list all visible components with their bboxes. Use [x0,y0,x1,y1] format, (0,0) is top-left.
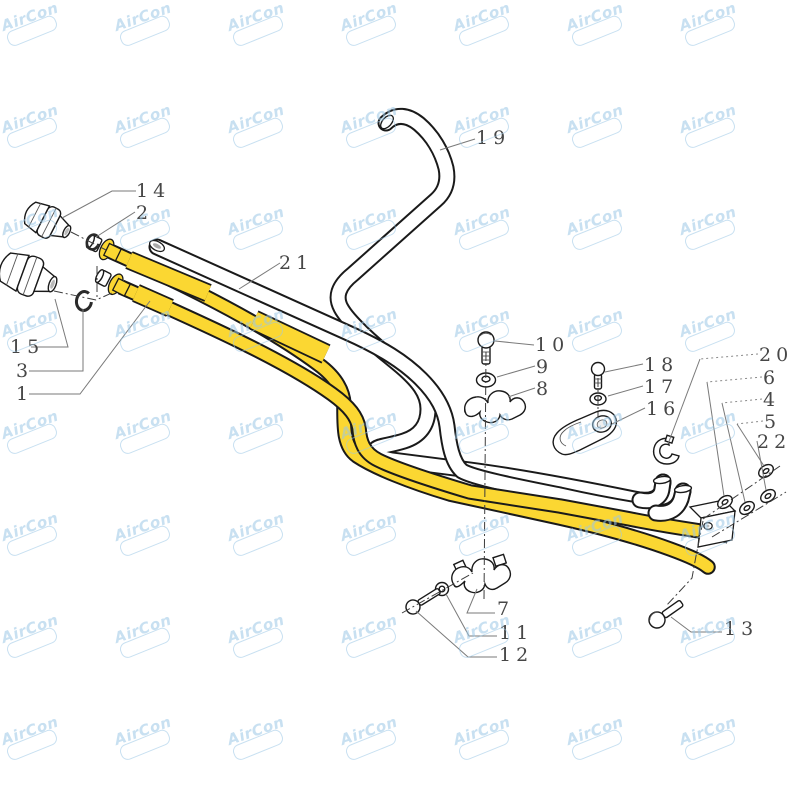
yellow-pipe-assembly [85,234,732,575]
clamp-8 [464,390,527,424]
callout-8: 8 [536,378,553,400]
callout-11: 11 [499,622,533,644]
clamp-7 [451,553,512,594]
callout-2: 2 [136,202,153,224]
o-ring-22 [760,488,776,504]
callout-10: 10 [535,334,569,356]
callout-5: 5 [764,411,781,433]
callout-22: 22 [757,431,791,453]
leader-lines [29,138,767,658]
callout-20: 20 [759,344,793,366]
hose-19-open-end [380,114,394,130]
callout-9: 9 [536,356,553,378]
bolt-13 [648,600,684,629]
callout-16: 16 [646,398,680,420]
sleeve-16 [552,409,618,456]
o-ring-5 [758,463,774,479]
stub-end-right [673,484,693,494]
callout-3: 3 [16,360,33,382]
pipe-end-stubs [631,473,693,522]
callout-7: 7 [497,598,514,620]
callout-6: 6 [763,367,780,389]
callout-21: 21 [279,252,313,274]
o-ring-6 [717,494,733,510]
centerlines [53,231,787,614]
callout-13: 13 [724,618,758,640]
callout-15: 15 [10,336,44,358]
tube-21 [148,238,692,522]
callout-labels: 14 2 21 19 10 9 8 18 17 16 20 6 4 5 22 1… [10,127,793,666]
callout-4: 4 [763,389,780,411]
o-ring-4 [739,500,755,516]
crimp-collar-lower [132,284,174,317]
hose-19 [329,107,672,509]
callout-19: 19 [476,127,510,149]
o-ring-3 [74,290,94,312]
clip-20 [652,434,680,465]
flare-fitting-lower [94,269,132,297]
crimp-collar-upper [125,251,212,302]
callout-18: 18 [644,354,678,376]
callout-17: 17 [644,376,678,398]
union-fitting-14 [23,201,72,239]
union-fitting-15 [0,252,58,297]
stub-end-left [652,475,672,485]
crimp-collar-mid [249,310,331,364]
callout-1: 1 [16,383,33,405]
callout-12: 12 [499,644,533,666]
callout-14: 14 [136,180,170,202]
